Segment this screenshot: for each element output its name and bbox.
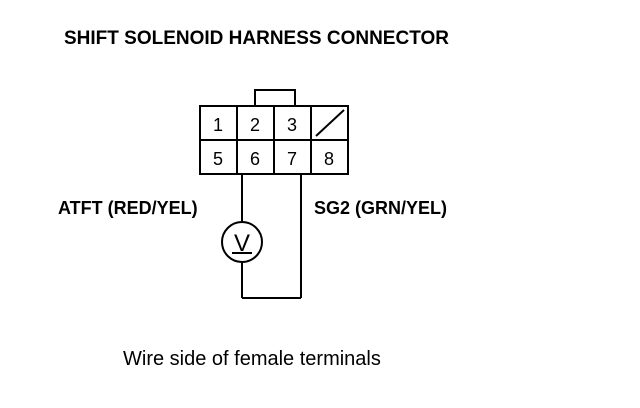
terminal-number: 6: [250, 149, 260, 169]
terminal-number: 5: [213, 149, 223, 169]
terminal-number: 7: [287, 149, 297, 169]
wire-label-atft: ATFT (RED/YEL): [58, 198, 198, 218]
wire-label-sg2: SG2 (GRN/YEL): [314, 198, 448, 218]
connector-lock-tab: [254, 89, 296, 106]
unused-cavity-slash: [315, 109, 345, 137]
voltmeter-symbol: V: [234, 230, 250, 257]
terminal-number: 2: [250, 115, 260, 135]
terminal-number: 3: [287, 115, 297, 135]
diagram-caption: Wire side of female terminals: [123, 348, 381, 370]
terminal-number: 8: [324, 149, 334, 169]
terminal-number: 1: [213, 115, 223, 135]
diagram-title: SHIFT SOLENOID HARNESS CONNECTOR: [64, 28, 449, 49]
